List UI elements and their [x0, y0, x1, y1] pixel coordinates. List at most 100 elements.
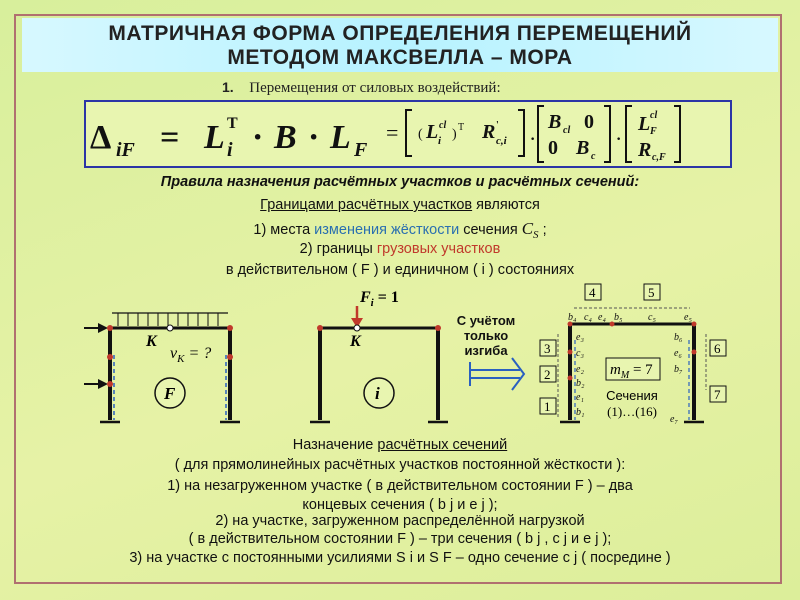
- svg-text:·: ·: [616, 131, 621, 148]
- region-1: 1: [544, 399, 551, 414]
- rule-item-1-symbol: C: [521, 219, 534, 238]
- svg-text:cl: cl: [439, 120, 446, 131]
- svg-text:=: =: [160, 119, 179, 156]
- svg-text:F: F: [353, 139, 368, 161]
- svg-text:·: ·: [530, 131, 535, 148]
- frame-state-F: K vK = ? F: [84, 312, 240, 424]
- boundaries-line: Границами расчётных участков являются: [0, 197, 800, 213]
- assign-heading-underlined: расчётных сечений: [377, 437, 508, 453]
- svg-text:b₂: b₂: [576, 378, 585, 389]
- rule-item-1-suffix: сечения: [459, 222, 522, 238]
- frames-diagram: K vK = ? F Fi = 1 K i С учётом только из…: [84, 283, 727, 425]
- svg-text:(: (: [418, 127, 423, 142]
- svg-text:i: i: [438, 135, 442, 147]
- svg-text:Δ: Δ: [90, 119, 111, 156]
- svg-text:F: F: [649, 126, 657, 137]
- svg-text:L: L: [329, 119, 351, 156]
- slide-frame: [14, 14, 782, 584]
- svg-text:c₄: c₄: [584, 312, 592, 323]
- svg-text:c₅: c₅: [648, 312, 656, 323]
- rule-item-1-tail: ;: [538, 222, 547, 238]
- svg-text:R: R: [481, 121, 495, 143]
- section-number: 1.: [222, 79, 234, 95]
- svg-text:e₇: e₇: [670, 414, 678, 425]
- region-5: 5: [648, 285, 655, 300]
- rule-item-1-sub: S: [533, 228, 539, 241]
- svg-text:b₆: b₆: [674, 332, 683, 343]
- svg-text:e₁: e₁: [576, 392, 584, 403]
- note-line-3: изгиба: [464, 343, 508, 358]
- section-heading: 1. Перемещения от силовых воздействий:: [222, 79, 501, 97]
- matrix-formula: Δ iF = L i T · B · L F = ( L i cl ): [90, 105, 681, 163]
- region-3: 3: [544, 341, 551, 356]
- svg-text:=: =: [386, 120, 398, 145]
- bending-note: С учётом только изгиба: [457, 313, 516, 358]
- left-vk: vK = ?: [170, 345, 211, 365]
- formula-box: Δ iF = L i T · B · L F = ( L i cl ): [84, 100, 732, 168]
- rule-item-2: 2) границы грузовых участков: [0, 241, 800, 257]
- assign-line-4: 2) на участке, загруженном распределённо…: [215, 513, 585, 529]
- svg-text:c₃: c₃: [576, 348, 584, 359]
- assign-heading-prefix: Назначение: [292, 437, 378, 453]
- svg-text:c: c: [591, 151, 596, 162]
- region-labels: 4 5 3 2 1 6 7: [539, 283, 727, 415]
- boundaries-rest: являются: [472, 197, 540, 213]
- title-line-1: МАТРИЧНАЯ ФОРМА ОПРЕДЕЛЕНИЯ ПЕРЕМЕЩЕНИЙ: [108, 22, 692, 45]
- mid-label-K: K: [349, 333, 362, 350]
- title-line-2: МЕТОДОМ МАКСВЕЛЛА – МОРА: [227, 46, 573, 69]
- assign-line-2: 1) на незагруженном участке ( в действит…: [167, 478, 633, 494]
- svg-text:·: ·: [308, 119, 319, 156]
- svg-text:': ': [496, 120, 499, 131]
- svg-text:): ): [452, 127, 457, 142]
- rule-item-1: 1) места изменения жёсткости сечения CS …: [0, 219, 800, 241]
- svg-text:0: 0: [548, 137, 558, 159]
- svg-text:b₄: b₄: [568, 312, 577, 323]
- svg-text:b₅: b₅: [614, 312, 623, 323]
- svg-text:R: R: [637, 139, 651, 161]
- implies-arrow-icon: [469, 357, 526, 391]
- svg-text:T: T: [458, 122, 464, 133]
- region-6: 6: [714, 341, 721, 356]
- mid-state-label: i: [375, 384, 380, 403]
- left-state-label: F: [163, 384, 176, 403]
- svg-text:b₁: b₁: [576, 407, 584, 418]
- rule-item-3: в действительном ( F ) и единичном ( i )…: [225, 262, 575, 278]
- rule-item-2-highlight: грузовых участков: [376, 241, 501, 257]
- svg-text:T: T: [227, 115, 238, 132]
- title-band: [22, 18, 778, 72]
- assign-line-5: ( в действительном состоянии F ) – три с…: [188, 531, 612, 547]
- svg-text:e₅: e₅: [684, 312, 692, 323]
- svg-text:B: B: [273, 119, 297, 156]
- rule-item-2-prefix: 2) границы: [299, 241, 377, 257]
- assign-line-1: ( для прямолинейных расчётных участков п…: [174, 457, 626, 473]
- left-label-K: K: [145, 333, 158, 350]
- assign-line-3: концевых сечения ( b j и e j );: [302, 497, 498, 513]
- region-7: 7: [714, 387, 721, 402]
- frame-state-i: Fi = 1 K i: [310, 289, 448, 424]
- svg-text:L: L: [425, 121, 438, 143]
- region-2: 2: [544, 367, 551, 382]
- svg-text:e₂: e₂: [576, 364, 584, 375]
- note-line-1: С учётом: [457, 313, 516, 328]
- mid-force: Fi = 1: [359, 289, 399, 309]
- rules-heading: Правила назначения расчётных участков и …: [160, 174, 640, 190]
- rule-item-1-prefix: 1) места: [253, 222, 315, 238]
- svg-text:0: 0: [584, 111, 594, 133]
- svg-text:c,i: c,i: [496, 135, 508, 147]
- svg-text:·: ·: [252, 119, 263, 156]
- section-title: Перемещения от силовых воздействий:: [249, 80, 501, 96]
- boundaries-underlined: Границами расчётных участков: [260, 197, 473, 213]
- svg-text:c,F: c,F: [652, 152, 666, 163]
- sections-range: (1)…(16): [607, 404, 657, 419]
- rule-item-1-highlight: изменения жёсткости: [314, 222, 460, 238]
- svg-text:cl: cl: [563, 125, 570, 136]
- svg-text:e₄: e₄: [598, 312, 606, 323]
- assign-line-6: 3) на участке с постоянными усилиями S i…: [129, 550, 671, 566]
- svg-text:L: L: [637, 113, 650, 135]
- svg-text:i: i: [227, 139, 233, 161]
- region-4: 4: [589, 285, 596, 300]
- svg-text:e₆: e₆: [674, 348, 682, 359]
- note-line-2: только: [464, 328, 508, 343]
